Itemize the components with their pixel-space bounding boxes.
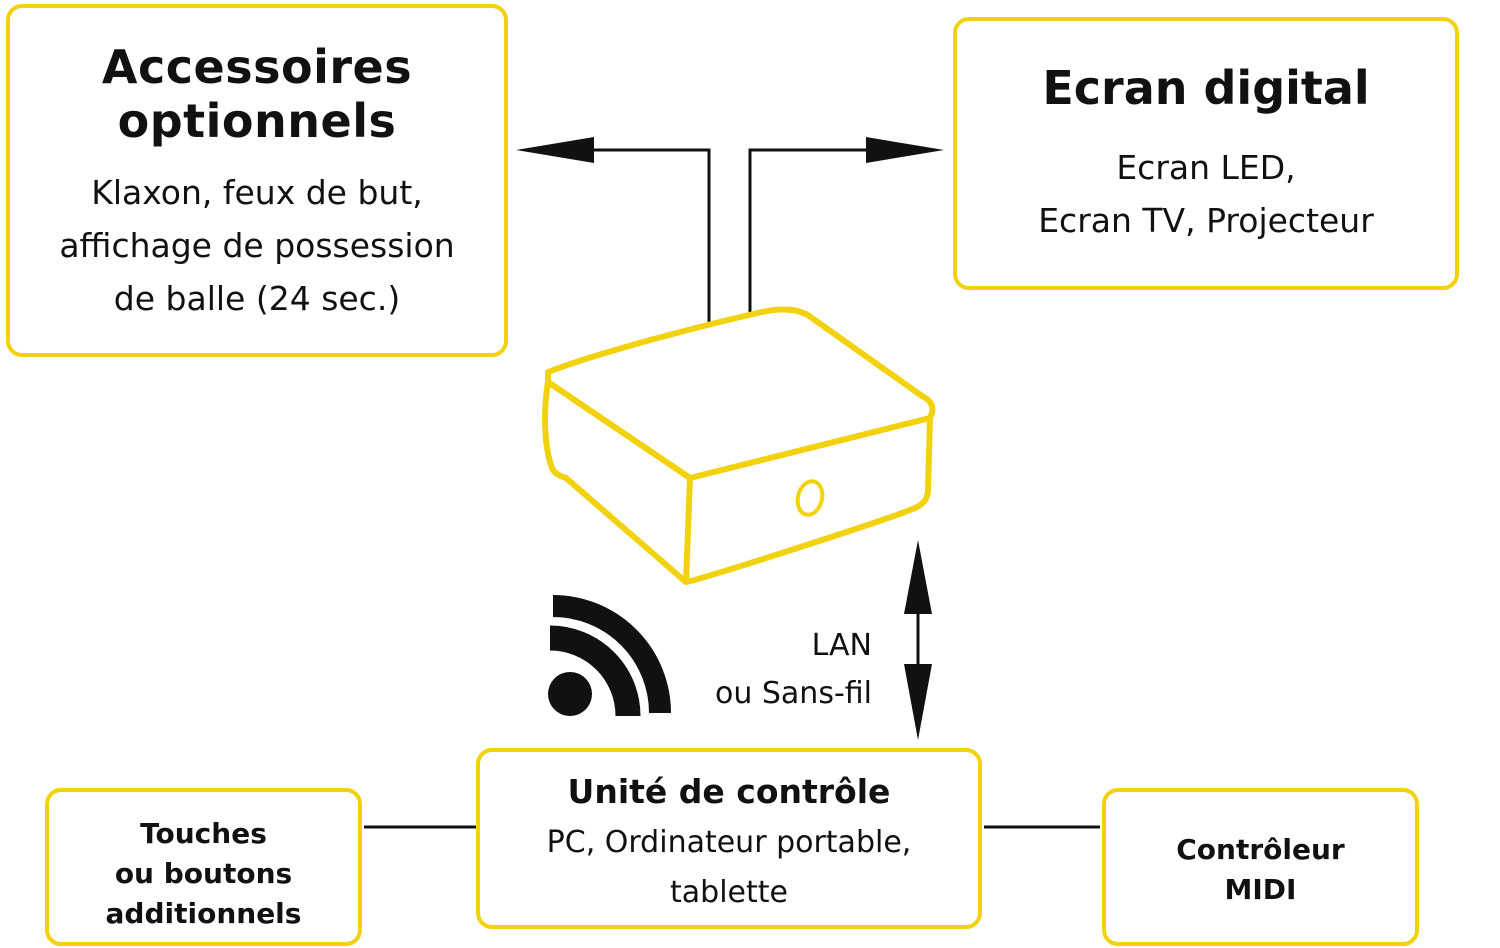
connector-accessories [590,148,711,322]
extra-buttons-title: Touches ou boutons additionnels [105,817,302,930]
box-midi-controller: Contrôleur MIDI [1102,788,1419,946]
box-extra-buttons: Touches ou boutons additionnels [45,788,362,946]
arrow-right-icon [866,137,944,163]
digital-screen-description: Ecran LED, Ecran TV, Projecteur [1038,148,1374,240]
connection-label: LAN ou Sans-fil [714,628,872,711]
accessories-description: Klaxon, feux de but, affichage de posses… [59,173,455,318]
digital-screen-title: Ecran digital [1042,61,1370,115]
box-control-unit: Unité de contrôle PC, Ordinateur portabl… [476,748,982,929]
arrow-left-icon [516,137,594,163]
box-device-icon [542,306,936,585]
connector-digital-screen [748,148,870,314]
control-unit-title: Unité de contrôle [567,772,891,811]
power-button-icon [795,479,825,517]
connector-lan [904,540,932,740]
arrow-up-icon [904,540,932,614]
accessories-title: Accessoires optionnels [101,40,413,148]
arrow-down-icon [904,664,932,740]
midi-controller-title: Contrôleur MIDI [1176,833,1345,906]
box-optional-accessories: Accessoires optionnels Klaxon, feux de b… [6,4,508,357]
box-digital-screen: Ecran digital Ecran LED, Ecran TV, Proje… [953,17,1459,290]
control-unit-description: PC, Ordinateur portable, tablette [546,825,912,910]
wifi-signal-icon [548,595,671,717]
